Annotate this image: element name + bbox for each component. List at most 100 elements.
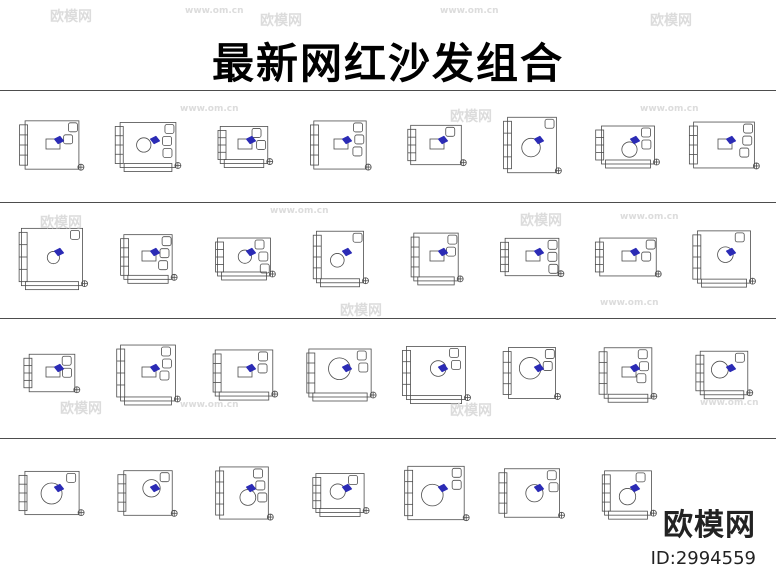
sofa-plan-drawing xyxy=(312,230,369,288)
sofa-plan-cell xyxy=(488,323,576,423)
sofa-plan-cell xyxy=(8,207,96,307)
sofa-plan-cell xyxy=(584,323,672,423)
sofa-plan-cell xyxy=(296,207,384,307)
sofa-plan-cell xyxy=(488,95,576,195)
watermark-url: www.om.cn xyxy=(270,206,329,216)
accent-cushion xyxy=(341,247,353,257)
sofa-plan-drawing xyxy=(312,473,370,517)
sofa-plan-cell xyxy=(392,323,480,423)
sofa-plan-cell xyxy=(200,207,288,307)
row-divider xyxy=(0,202,776,203)
sofa-plan-cell xyxy=(680,95,768,195)
sofa-plan-drawing xyxy=(18,227,88,291)
sofa-plan-cell xyxy=(680,207,768,307)
accent-cushion xyxy=(149,363,161,373)
sofa-plan-drawing xyxy=(116,344,181,406)
accent-cushion xyxy=(245,247,257,257)
watermark-url: www.om.cn xyxy=(180,104,239,114)
brand-block: 欧模网 ID:2994559 xyxy=(651,500,756,569)
sofa-plan-cell xyxy=(104,323,192,423)
sofa-plan-cell xyxy=(104,443,192,543)
brand-name: 欧模网 xyxy=(663,508,756,543)
accent-cushion xyxy=(533,363,545,373)
model-id: ID:2994559 xyxy=(650,548,756,569)
watermark-logo: 欧模网 xyxy=(450,403,492,419)
sofa-plan-drawing xyxy=(500,237,565,278)
sofa-plan-cell xyxy=(8,95,96,195)
accent-cushion xyxy=(725,135,737,145)
row-divider xyxy=(0,90,776,91)
sofa-plan-drawing xyxy=(120,234,178,284)
watermark-logo: 欧模网 xyxy=(340,303,382,319)
sofa-plan-drawing xyxy=(215,237,276,281)
sofa-plan-drawing xyxy=(23,353,81,394)
row-divider xyxy=(0,438,776,439)
accent-cushion xyxy=(245,483,257,493)
watermark-logo: 欧模网 xyxy=(520,213,562,229)
sofa-plan-cell xyxy=(392,207,480,307)
sofa-plan-cell xyxy=(488,443,576,543)
accent-cushion xyxy=(149,247,161,257)
sofa-plan-cell xyxy=(584,443,672,543)
sofa-plan-cell xyxy=(296,443,384,543)
accent-cushion xyxy=(629,135,641,145)
sofa-plan-drawing xyxy=(306,348,377,402)
sofa-plan-cell xyxy=(104,207,192,307)
sofa-plan-drawing xyxy=(114,122,182,172)
accent-cushion xyxy=(629,483,641,493)
sofa-plan-drawing xyxy=(217,126,274,168)
watermark-logo: 欧模网 xyxy=(50,9,92,25)
watermark-url: www.om.cn xyxy=(440,6,499,16)
accent-cushion xyxy=(341,135,353,145)
accent-cushion xyxy=(149,483,161,493)
accent-cushion xyxy=(149,135,161,145)
accent-cushion xyxy=(53,135,65,145)
accent-cushion xyxy=(629,247,641,257)
sofa-plan-drawing xyxy=(692,230,756,288)
sofa-plan-cell xyxy=(680,323,768,423)
sofa-plan-cell xyxy=(8,323,96,423)
sofa-plan-drawing xyxy=(117,470,178,517)
watermark-url: www.om.cn xyxy=(700,398,759,408)
accent-cushion xyxy=(629,363,641,373)
accent-cushion xyxy=(533,135,545,145)
accent-cushion xyxy=(341,363,353,373)
sofa-plan-drawing xyxy=(688,121,760,170)
accent-cushion xyxy=(53,483,65,493)
accent-cushion xyxy=(437,247,449,257)
sofa-plan-drawing xyxy=(695,350,754,400)
sofa-plan-cell xyxy=(200,443,288,543)
accent-cushion xyxy=(533,247,545,257)
sofa-plan-drawing xyxy=(407,124,467,167)
accent-cushion xyxy=(245,363,257,373)
sofa-plan-drawing xyxy=(595,125,660,169)
row-divider xyxy=(0,318,776,319)
watermark-url: www.om.cn xyxy=(620,212,679,222)
sofa-plan-cell xyxy=(8,443,96,543)
accent-cushion xyxy=(533,483,545,493)
accent-cushion xyxy=(725,363,737,373)
sofa-plan-drawing xyxy=(310,120,372,171)
sofa-plan-cell xyxy=(488,207,576,307)
sofa-plan-drawing xyxy=(594,237,662,278)
sofa-plan-drawing xyxy=(601,470,657,520)
sofa-plan-cell xyxy=(296,323,384,423)
watermark-url: www.om.cn xyxy=(640,104,699,114)
sofa-plan-cell xyxy=(392,443,480,543)
sofa-plan-cell xyxy=(200,95,288,195)
sofa-plan-drawing xyxy=(18,470,85,517)
accent-cushion xyxy=(53,363,65,373)
watermark-logo: 欧模网 xyxy=(260,13,302,29)
accent-cushion xyxy=(53,247,65,257)
sofa-plan-drawing xyxy=(215,466,274,521)
sofa-plan-drawing xyxy=(402,345,471,405)
sofa-plan-cell xyxy=(584,207,672,307)
accent-cushion xyxy=(437,363,449,373)
sofa-plan-drawing xyxy=(19,120,85,171)
sofa-plan-cell xyxy=(104,95,192,195)
sofa-plan-drawing xyxy=(498,468,565,519)
accent-cushion xyxy=(725,247,737,257)
accent-cushion xyxy=(245,135,257,145)
sofa-plan-drawing xyxy=(502,347,561,400)
watermark-url: www.om.cn xyxy=(185,6,244,16)
